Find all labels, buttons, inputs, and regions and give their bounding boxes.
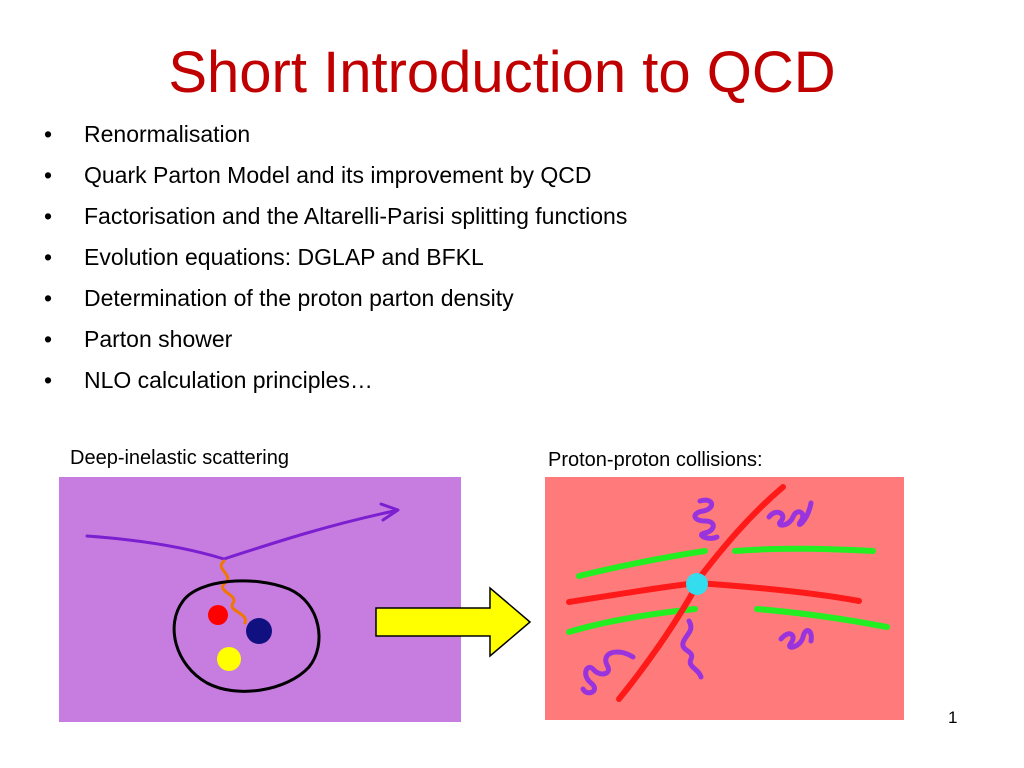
bullet-text: Quark Parton Model and its improvement b…	[84, 162, 592, 188]
radiation-squiggle-right	[778, 628, 814, 650]
red-quark	[208, 605, 228, 625]
radiation-squiggle-top-left	[692, 497, 720, 541]
radiation-squiggle-bottom-left	[580, 649, 636, 696]
spectator-line-upper-left	[576, 548, 708, 579]
bullet-text: Renormalisation	[84, 121, 251, 147]
bullet-text: Determination of the proton parton densi…	[84, 285, 514, 311]
bullet-marker: •	[44, 162, 53, 188]
spectator-line-lower-right	[754, 606, 890, 630]
dis-diagram	[59, 477, 461, 722]
pp-diagram	[545, 477, 904, 720]
bullet-text: Factorisation and the Altarelli-Parisi s…	[84, 203, 628, 229]
right-arrow-shape	[375, 586, 532, 658]
right-arrow-icon	[374, 586, 532, 658]
radiation-squiggle-top-right	[766, 500, 814, 528]
bullet-marker: •	[44, 285, 53, 311]
page-number: 1	[948, 708, 958, 727]
bullet-marker: •	[44, 244, 53, 270]
bullet-marker: •	[44, 326, 53, 352]
proton-outline	[172, 579, 321, 693]
radiation-squiggle-middle	[680, 618, 704, 680]
outgoing-lepton-arrowhead	[379, 502, 400, 522]
spectator-line-upper-right	[732, 545, 876, 554]
blue-quark	[246, 618, 272, 644]
scattered-parton-up	[694, 484, 786, 584]
bullet-text: NLO calculation principles…	[84, 367, 373, 393]
exchanged-boson-wave	[219, 559, 247, 625]
yellow-quark	[217, 647, 241, 671]
bullet-marker: •	[44, 121, 53, 147]
pp-drawing	[566, 484, 890, 702]
parton-line-left	[566, 580, 700, 605]
bullet-marker: •	[44, 367, 53, 393]
incoming-lepton-line	[85, 534, 226, 561]
bullet-marker: •	[44, 203, 53, 229]
dis-drawing	[85, 502, 400, 693]
dis-caption: Deep-inelastic scattering	[70, 447, 289, 469]
scattered-parton-down	[616, 582, 700, 702]
hard-scatter-vertex	[686, 573, 708, 595]
outgoing-lepton-line	[222, 509, 396, 561]
parton-line-right	[694, 580, 862, 604]
bullet-text: Evolution equations: DGLAP and BFKL	[84, 244, 484, 270]
slide-title: Short Introduction to QCD	[168, 40, 836, 105]
bullet-text: Parton shower	[84, 326, 233, 352]
pp-caption: Proton-proton collisions:	[548, 449, 763, 471]
